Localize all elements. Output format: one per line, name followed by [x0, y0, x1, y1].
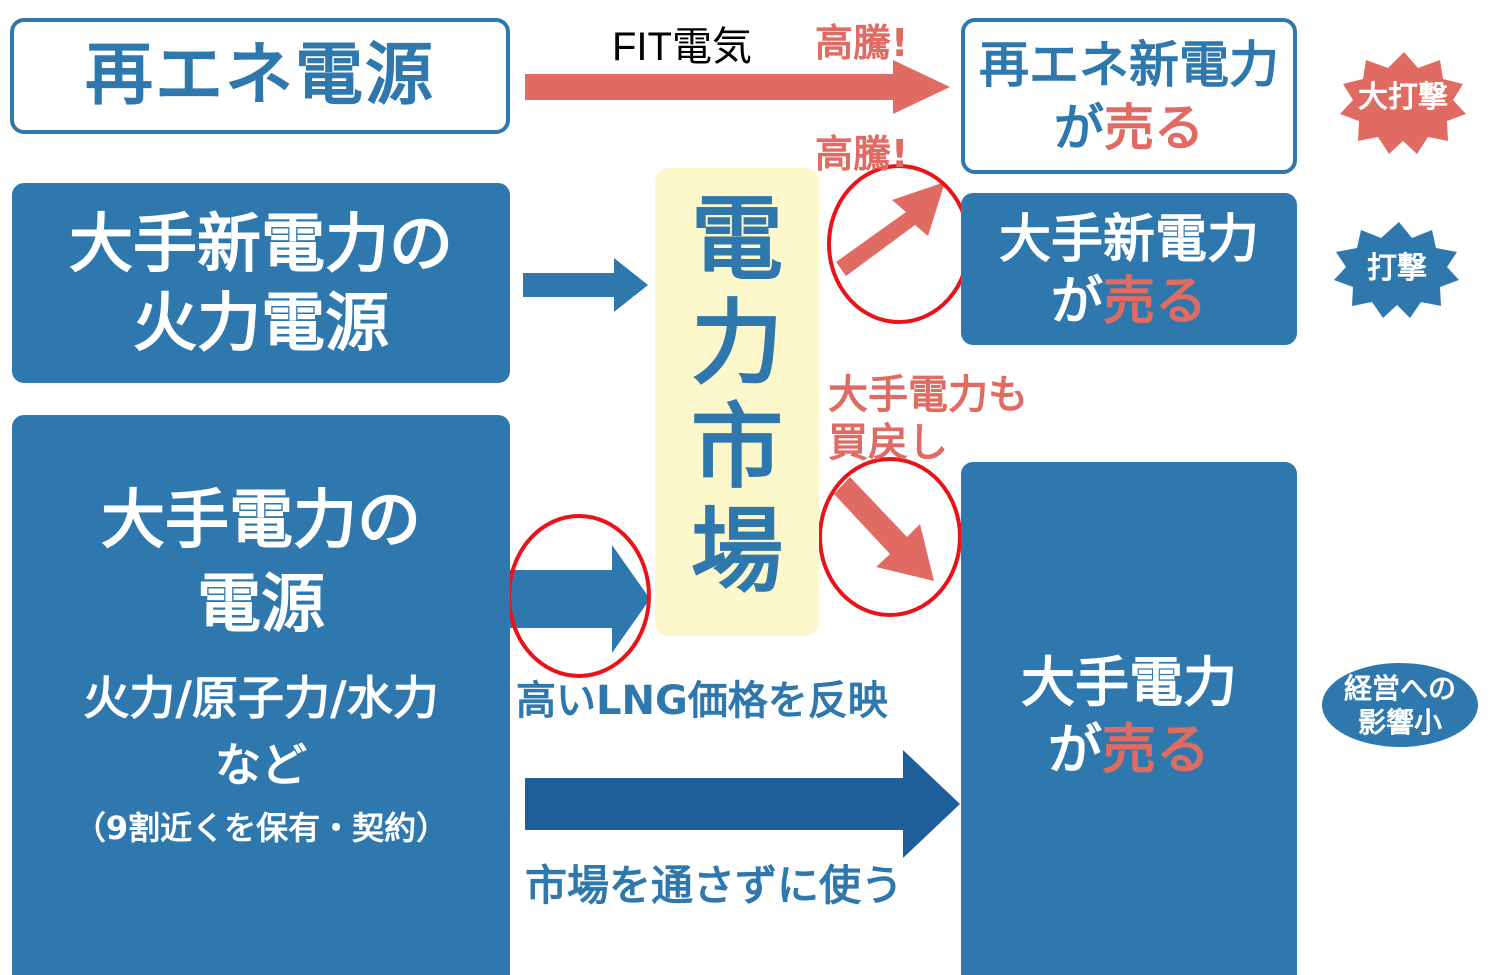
market-char-4: 場 — [690, 498, 783, 605]
small-impact-label-line2: 影響小 — [1357, 706, 1442, 739]
major-utility-seller-line1: 大手電力 — [1021, 651, 1237, 714]
major-utility-seller-verb: 売る — [1102, 718, 1210, 781]
major-utility-source-line2: 電源 — [197, 568, 325, 642]
market-to-major-utility-arrow — [834, 477, 934, 581]
electricity-market-box: 電 力 市 場 — [655, 168, 819, 636]
major-new-to-market-arrow — [523, 258, 648, 312]
renewable-new-seller-box: 再エネ新電力 が売る — [961, 18, 1297, 174]
major-new-seller-line1: 大手新電力 — [998, 210, 1259, 270]
hit-label: 打撃 — [1367, 251, 1427, 286]
small-impact-ellipse — [1322, 663, 1478, 747]
market-to-major-new-arrow — [836, 182, 945, 276]
major-utility-to-market-arrow — [510, 545, 650, 653]
fit-arrow — [525, 60, 950, 114]
major-new-seller-box: 大手新電力 が売る — [961, 193, 1297, 345]
major-new-source-line2: 火力電源 — [133, 287, 389, 361]
renewable-new-seller-line2: が売る — [965, 96, 1293, 160]
major-utility-seller-box: 大手電力 が売る — [961, 462, 1297, 975]
fit-label: FIT電気 — [612, 25, 752, 69]
major-new-seller-prefix: が — [1050, 272, 1103, 332]
major-new-seller-line2: が売る — [961, 271, 1297, 333]
surge-label-mid: 高騰! — [815, 132, 909, 176]
major-utility-source-line3: 火力/原子力/水力 — [83, 671, 439, 725]
lng-price-label: 高いLNG価格を反映 — [516, 678, 888, 724]
renewable-source-box: 再エネ電源 — [10, 18, 510, 134]
buyback-label-line2: 買戻し — [828, 420, 948, 466]
highlight-circle-surge — [827, 164, 971, 324]
major-new-seller-verb: 売る — [1103, 272, 1208, 332]
renewable-new-seller-line1: 再エネ新電力 — [979, 36, 1279, 94]
big-hit-burst — [1340, 52, 1466, 154]
hit-burst — [1334, 222, 1459, 318]
major-utility-seller-prefix: が — [1048, 718, 1102, 781]
big-hit-label: 大打撃 — [1358, 80, 1448, 115]
major-utility-source-line4: など — [215, 738, 307, 792]
renewable-source-label: 再エネ電源 — [84, 36, 435, 115]
small-impact-label-line1: 経営への — [1343, 672, 1456, 705]
market-char-2: 力 — [690, 290, 783, 397]
buyback-label-line1: 大手電力も — [828, 372, 1028, 418]
market-char-3: 市 — [690, 394, 783, 501]
major-new-source-box: 大手新電力の 火力電源 — [12, 183, 510, 383]
highlight-circle-buyback — [818, 457, 962, 617]
major-new-source-line1: 大手新電力の — [69, 208, 453, 282]
major-utility-source-line1: 大手電力の — [101, 484, 421, 558]
surge-label-top: 高騰! — [815, 21, 909, 65]
market-char-1: 電 — [690, 186, 783, 293]
major-utility-source-note: （9割近くを保有・契約） — [73, 809, 449, 847]
major-utility-source-box: 大手電力の 電源 火力/原子力/水力 など （9割近くを保有・契約） — [12, 415, 510, 975]
renewable-new-seller-prefix: が — [1054, 99, 1104, 157]
direct-use-arrow — [525, 750, 960, 858]
major-utility-seller-line2: が売る — [961, 716, 1297, 784]
renewable-new-seller-verb: 売る — [1104, 99, 1204, 157]
direct-use-label: 市場を通さずに使う — [525, 861, 904, 910]
